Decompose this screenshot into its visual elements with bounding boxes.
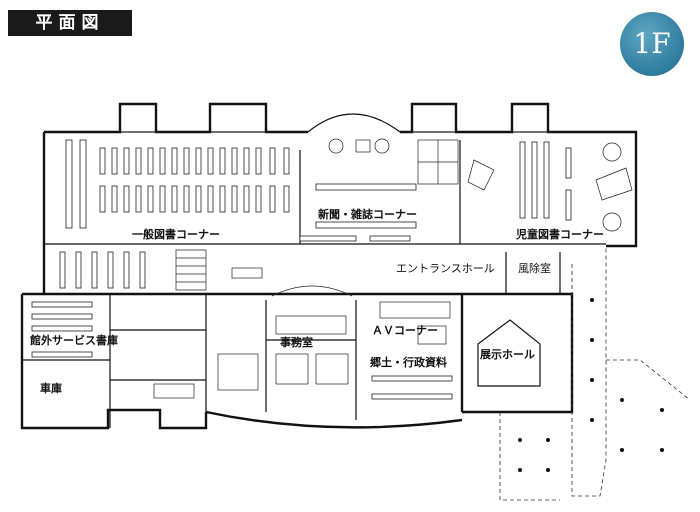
label-children-books: 児童図書コーナー	[515, 227, 604, 241]
page-title: 平面図	[8, 10, 132, 36]
label-av-corner: ＡＶコーナー	[372, 324, 438, 337]
building-outline	[20, 102, 638, 430]
children-corner-furniture	[467, 141, 633, 232]
restrooms	[417, 139, 459, 185]
av-area-furniture	[371, 301, 453, 400]
label-newspapers-magazines: 新聞・雑誌コーナー	[318, 207, 417, 221]
window-bays	[119, 103, 549, 133]
colonnade	[499, 246, 691, 501]
label-windbreak: 風除室	[518, 261, 551, 275]
label-exhibition-hall: 展示ホール	[479, 348, 535, 361]
partitions	[22, 140, 561, 428]
floor-badge: 1F	[620, 12, 684, 76]
office-desks	[153, 315, 349, 399]
label-local-admin-materials: 郷土・行政資料	[370, 355, 447, 369]
outreach-stack-shelves	[31, 301, 93, 358]
label-office: 事務室	[280, 335, 313, 349]
magazine-area-furniture	[299, 138, 417, 242]
label-general-books: 一般図書コーナー	[132, 227, 220, 241]
label-entrance-hall: エントランスホール	[396, 262, 495, 275]
general-book-shelves	[59, 139, 290, 289]
label-outreach-stacks: 館外サービス書庫	[29, 333, 118, 347]
stairs	[175, 249, 353, 297]
label-garage: 車庫	[40, 381, 62, 395]
